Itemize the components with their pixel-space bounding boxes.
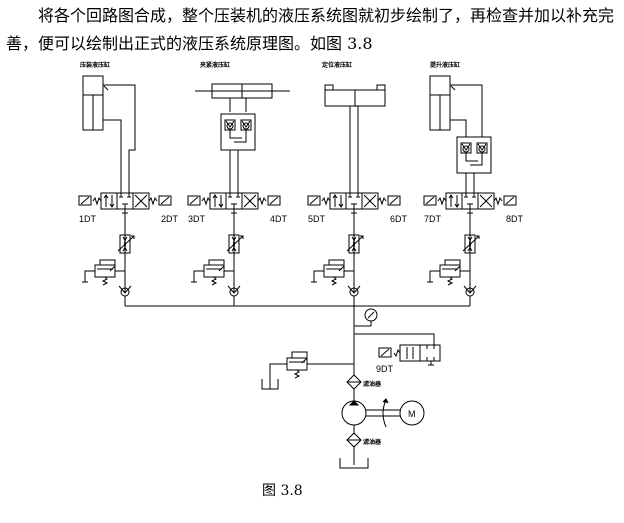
cylinder-label: 压装液压缸 bbox=[80, 61, 110, 69]
cylinder-2 bbox=[195, 83, 290, 193]
solenoid-label: 1DT bbox=[79, 214, 97, 224]
solenoid-right bbox=[387, 195, 401, 206]
motor: M bbox=[366, 398, 425, 428]
relief-valve bbox=[427, 259, 470, 286]
relief-valve bbox=[191, 259, 234, 286]
body-paragraph: 将各个回路图合成，整个压装机的液压系统图就初步绘制了，再检查并加以补充完善，便可… bbox=[6, 6, 615, 53]
filter-label: 滤油器 bbox=[363, 380, 382, 388]
solenoid-label: 6DT bbox=[390, 214, 408, 224]
cylinder-1 bbox=[82, 75, 136, 193]
relief-valve bbox=[82, 259, 125, 286]
cylinder-label: 夹紧液压缸 bbox=[200, 61, 230, 69]
circuit-3: 5DT 6DT 定位液压缸 bbox=[307, 61, 408, 306]
motor-icon bbox=[399, 400, 425, 426]
solenoid-left bbox=[423, 195, 437, 206]
solenoid-label: 7DT bbox=[424, 214, 442, 224]
motor-label: M bbox=[408, 409, 416, 419]
cylinder-label: 提升液压缸 bbox=[430, 61, 460, 69]
circuit-2: 3DT 4DT 夹紧液压缸 bbox=[187, 61, 288, 306]
solenoid-label: 2DT bbox=[161, 214, 179, 224]
directional-valve bbox=[423, 192, 517, 214]
throttle-valve bbox=[462, 234, 480, 254]
hydraulic-lock bbox=[220, 113, 256, 151]
solenoid-right bbox=[503, 195, 517, 206]
pressure-gauge bbox=[354, 308, 378, 327]
circuit-1: 1DT 2DT 压装液压缸 bbox=[78, 61, 179, 306]
solenoid-left bbox=[187, 195, 201, 206]
main-supply: 9DT 滤油器 M 滤油器 bbox=[125, 305, 470, 469]
pump-icon bbox=[341, 400, 367, 426]
throttle-valve bbox=[226, 234, 244, 254]
solenoid-left bbox=[307, 195, 321, 206]
solenoid-label: 3DT bbox=[188, 214, 206, 224]
figure-caption: 图 3.8 bbox=[262, 483, 303, 499]
solenoid-label: 8DT bbox=[506, 214, 524, 224]
solenoid-label: 4DT bbox=[270, 214, 288, 224]
circuit-4: 7DT 8DT 提升液压缸 bbox=[423, 61, 524, 306]
cylinder-label: 定位液压缸 bbox=[321, 61, 352, 69]
solenoid-right bbox=[267, 195, 281, 206]
solenoid-left bbox=[78, 195, 92, 206]
directional-valve bbox=[307, 192, 401, 214]
filter-icon bbox=[346, 432, 362, 448]
solenoid-label: 9DT bbox=[376, 364, 394, 374]
system-relief-valve bbox=[261, 351, 354, 390]
filter-icon bbox=[346, 374, 362, 390]
filter-label: 滤油器 bbox=[363, 438, 382, 446]
solenoid-label: 5DT bbox=[308, 214, 326, 224]
throttle-valve bbox=[117, 234, 135, 254]
relief-valve bbox=[311, 259, 354, 286]
hydraulic-lock bbox=[456, 136, 492, 174]
unloading-valve bbox=[354, 333, 441, 366]
throttle-valve bbox=[346, 234, 364, 254]
cylinder-3 bbox=[324, 84, 386, 193]
cylinder-4 bbox=[429, 75, 492, 193]
solenoid-right bbox=[158, 195, 172, 206]
